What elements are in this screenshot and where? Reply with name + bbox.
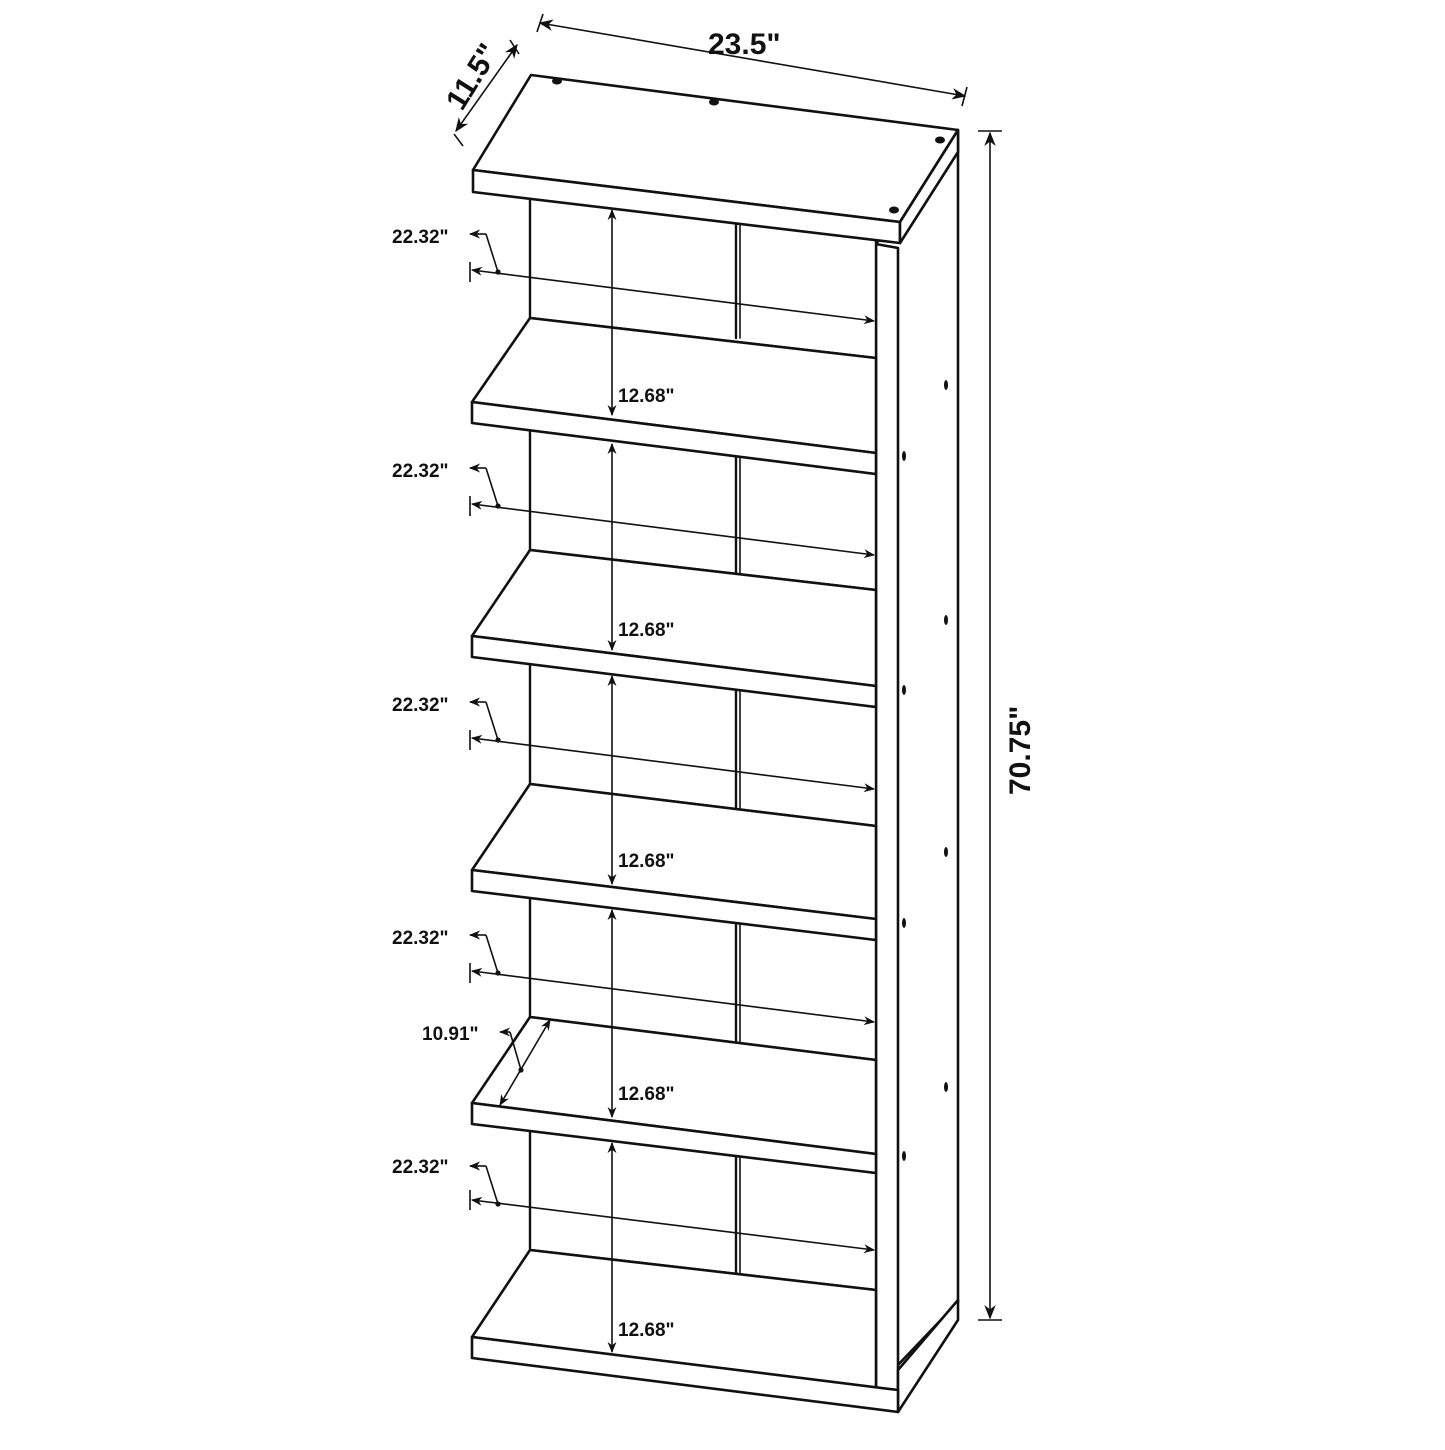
- svg-text:22.32": 22.32": [392, 461, 449, 482]
- shelf-pin-holes: [902, 380, 948, 1161]
- svg-text:12.68": 12.68": [618, 851, 675, 872]
- height-label: 70.75": [1004, 706, 1037, 795]
- shelf-4: [470, 1015, 878, 1175]
- svg-text:12.68": 12.68": [618, 1320, 675, 1341]
- shelf-width-dim-4: 22.32": [392, 928, 876, 1026]
- shelf-width-dim-5: 22.32": [392, 1157, 876, 1254]
- svg-text:22.32": 22.32": [392, 928, 449, 949]
- bottom-shelf: [470, 1248, 900, 1414]
- shelf-height-dimensions: 12.68" 12.68" 12.68" 12.68" 12.68": [607, 208, 675, 1354]
- shelf-2: [470, 548, 878, 709]
- svg-text:22.32": 22.32": [392, 695, 449, 716]
- shelf-width-dim-2: 22.32": [392, 461, 876, 559]
- depth-label: 11.5": [440, 38, 506, 116]
- height-dimension: 70.75": [978, 130, 1037, 1321]
- width-dimension: 23.5": [536, 13, 968, 107]
- shelf-width-dimensions: 22.32" 22.32" 22.32" 22.32": [392, 227, 876, 1254]
- shelf-height-dim-5: 12.68": [607, 1141, 675, 1354]
- shelf-height-dim-1: 12.68": [607, 208, 675, 417]
- svg-text:12.68": 12.68": [618, 386, 675, 407]
- shelf-depth-dimension: 10.91": [422, 1019, 551, 1106]
- shelf-1: [470, 316, 878, 476]
- shelf-height-dim-3: 12.68": [607, 674, 675, 886]
- shelf-3: [470, 782, 878, 942]
- shelf-width-dim-3: 22.32": [392, 695, 876, 793]
- svg-text:12.68": 12.68": [618, 1084, 675, 1105]
- shelf-height-dim-2: 12.68": [607, 442, 675, 652]
- svg-text:10.91": 10.91": [422, 1024, 479, 1045]
- width-label: 23.5": [708, 28, 781, 61]
- shelf-width-dim-1: 22.32": [392, 227, 876, 325]
- shelves: [470, 316, 900, 1414]
- side-panel: [874, 130, 960, 1414]
- svg-text:12.68": 12.68": [618, 620, 675, 641]
- shelf-height-dim-4: 12.68": [607, 908, 675, 1119]
- svg-text:22.32": 22.32": [392, 1157, 449, 1178]
- svg-text:22.32": 22.32": [392, 227, 449, 248]
